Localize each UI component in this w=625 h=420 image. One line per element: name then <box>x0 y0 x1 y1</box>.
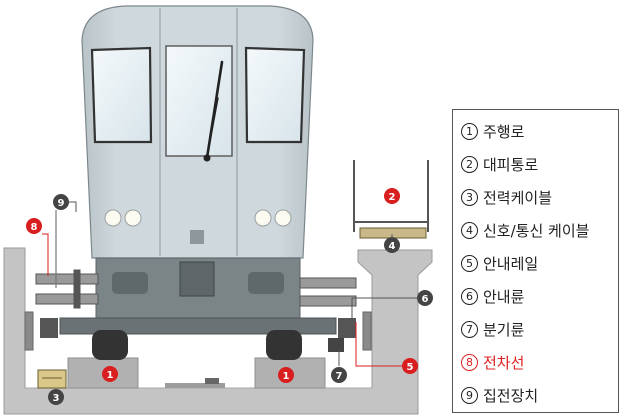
floor-drain <box>165 383 225 388</box>
legend-label: 안내레일 <box>483 254 539 273</box>
marker-3-label: 3 <box>53 393 60 404</box>
legend-number: 1 <box>461 122 478 140</box>
legend-label: 집전장치 <box>483 386 539 405</box>
marker-1b: 1 <box>278 367 294 383</box>
marker-8: 8 <box>26 218 42 234</box>
legend-item: 1 주행로 <box>461 120 524 142</box>
legend-label: 신호/통신 케이블 <box>483 221 590 240</box>
marker-5: 5 <box>402 358 418 374</box>
marker-7-label: 7 <box>336 371 343 382</box>
window-right <box>244 46 306 144</box>
legend-number: 6 <box>461 287 478 305</box>
marker-1a-label: 1 <box>107 370 114 381</box>
marker-6-label: 6 <box>422 294 429 305</box>
legend-label: 주행로 <box>483 122 525 141</box>
branching-wheel <box>328 338 344 352</box>
legend-label: 전력케이블 <box>483 188 553 207</box>
legend-item: 2 대피통로 <box>461 153 538 175</box>
signal-cable-tray <box>359 227 427 239</box>
marker-1b-label: 1 <box>283 371 290 382</box>
marker-9: 9 <box>53 194 69 210</box>
leader-lines <box>42 201 417 367</box>
legend-item: 5 안내레일 <box>461 252 538 274</box>
legend-label: 분기륜 <box>483 320 525 339</box>
front-panel-square <box>190 230 204 244</box>
marker-6: 6 <box>417 290 433 306</box>
marker-3: 3 <box>48 389 64 405</box>
legend-number: 9 <box>461 386 478 404</box>
catenary-insulators-right <box>299 277 357 307</box>
power-cable-tray <box>37 369 67 389</box>
guide-rail-right <box>362 311 372 351</box>
marker-4-label: 4 <box>389 241 396 252</box>
marker-2-label: 2 <box>389 192 396 203</box>
marker-7: 7 <box>331 367 347 383</box>
marker-4: 4 <box>384 237 400 253</box>
marker-8-label: 8 <box>31 222 38 233</box>
legend-label: 안내륜 <box>483 287 525 306</box>
marker-9-label: 9 <box>58 198 65 209</box>
tire-right <box>266 330 302 360</box>
legend-item: 7 분기륜 <box>461 318 524 340</box>
legend-item: 9 집전장치 <box>461 384 538 406</box>
catenary-insulators-left <box>35 269 99 309</box>
legend-item: 6 안내륜 <box>461 285 524 307</box>
legend-label: 대피통로 <box>483 155 539 174</box>
legend-item: 3 전력케이블 <box>461 186 552 208</box>
bogie-frame <box>59 317 337 335</box>
legend-item: 4 신호/통신 케이블 <box>461 219 589 241</box>
marker-5-label: 5 <box>407 362 414 373</box>
legend-number: 8 <box>461 353 478 371</box>
evacuation-railing <box>353 160 429 232</box>
legend-number: 4 <box>461 221 478 239</box>
floor-device <box>205 378 219 384</box>
tire-left <box>92 330 128 360</box>
wiper <box>203 60 224 162</box>
marker-1a: 1 <box>102 366 118 382</box>
guide-wheel-right <box>338 318 356 338</box>
headlights <box>104 209 292 227</box>
legend-number: 5 <box>461 254 478 272</box>
marker-2: 2 <box>384 188 400 204</box>
legend-number: 3 <box>461 188 478 206</box>
legend-label: 전차선 <box>483 353 525 372</box>
guide-rail-left <box>24 311 34 351</box>
coupler <box>179 261 215 297</box>
bogie-vents <box>112 272 284 294</box>
window-left <box>90 46 153 144</box>
guide-wheel-left <box>40 318 58 338</box>
legend-number: 7 <box>461 320 478 338</box>
legend-number: 2 <box>461 155 478 173</box>
legend-item-highlighted: 8 전차선 <box>461 351 524 373</box>
